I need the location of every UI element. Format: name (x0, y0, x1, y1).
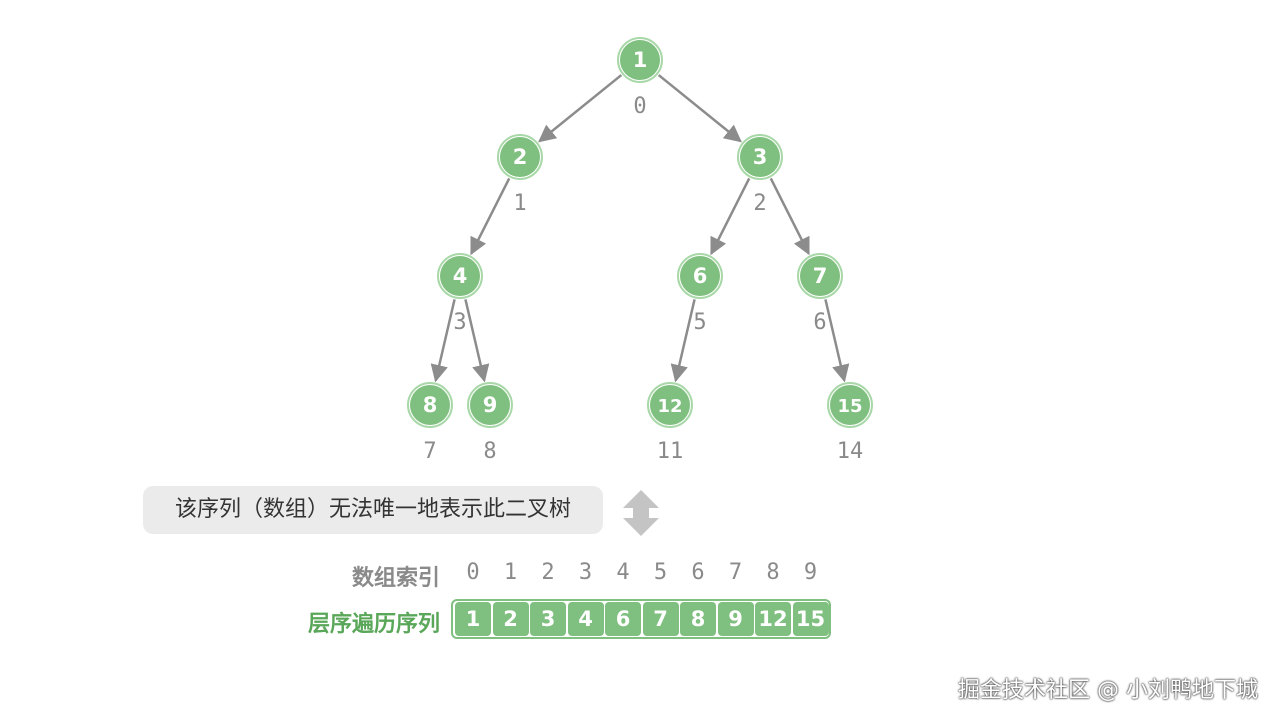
sequence-cell: 8 (680, 602, 716, 636)
tree-node-value: 6 (693, 264, 708, 288)
caption-text: 该序列（数组）无法唯一地表示此二叉树 (174, 497, 571, 522)
tree-node-circle (500, 137, 540, 177)
tree-node-3: 32 (737, 134, 783, 216)
sequence-cell: 6 (605, 602, 641, 636)
caption-box: 该序列（数组）无法唯一地表示此二叉树 (143, 486, 603, 534)
array-index-cell: 3 (578, 560, 593, 585)
level-order-sequence-label: 层序遍历序列 (307, 612, 440, 637)
tree-edge-4 (769, 177, 810, 256)
sequence-cell: 3 (530, 602, 566, 636)
tree-edge-2 (470, 177, 511, 256)
tree-node-value: 9 (483, 393, 498, 417)
tree-edge-3 (710, 177, 751, 256)
tree-edge-8 (824, 299, 850, 383)
tree-node-circle (800, 256, 840, 296)
tree-node-value: 1 (633, 48, 648, 72)
tree-node-circle (650, 385, 690, 425)
tree-node-index: 1 (513, 191, 526, 216)
sequence-cell: 7 (642, 602, 679, 636)
array-index-cell: 5 (653, 560, 668, 585)
tree-node-9: 98 (467, 382, 513, 464)
tree-node-6: 65 (677, 253, 723, 335)
array-index-cell: 7 (728, 560, 743, 585)
sequence-cell: 15 (792, 602, 829, 636)
tree-edge-1 (657, 74, 742, 143)
tree-node-12: 12 11 (647, 382, 693, 464)
array-index-cell: 9 (803, 560, 818, 585)
tree-node-1: 10 (617, 37, 663, 119)
tree-node-index: 7 (423, 439, 436, 464)
watermark: 掘金技术社区 @ 小刘鸭地下城 (958, 678, 1258, 703)
up-down-arrow-icon (623, 490, 659, 536)
tree-node-value: 7 (813, 264, 828, 288)
sequence-cell: 2 (492, 602, 529, 636)
tree-node-index: 0 (633, 94, 646, 119)
tree-edge-6 (464, 299, 490, 383)
array-index-cell: 0 (466, 560, 480, 585)
tree-edge-5 (430, 299, 456, 383)
sequence-cell: 9 (717, 602, 754, 636)
tree-edge-7 (670, 299, 696, 383)
tree-node-2: 21 (497, 134, 543, 216)
array-index-label: 数组索引 (351, 566, 440, 591)
sequence-frame (451, 599, 831, 639)
tree-node-circle (680, 256, 720, 296)
tree-node-value: 3 (753, 145, 768, 169)
tree-node-index: 3 (453, 310, 466, 335)
tree-node-7: 76 (797, 253, 843, 335)
tree-node-value: 4 (453, 264, 468, 288)
sequence-cell: 12 (755, 602, 791, 636)
tree-node-circle (440, 256, 480, 296)
array-index-cell: 1 (503, 560, 518, 585)
tree-node-4: 43 (437, 253, 483, 335)
tree-node-index: 11 (657, 439, 684, 464)
tree-node-index: 8 (483, 439, 496, 464)
tree-node-value: 8 (423, 393, 438, 417)
array-index-cell: 8 (766, 560, 780, 585)
tree-node-circle (740, 137, 780, 177)
sequence-cell: 4 (567, 602, 604, 636)
tree-node-index: 2 (753, 191, 766, 216)
tree-node-index: 5 (693, 310, 706, 335)
tree-node-circle (830, 385, 870, 425)
tree-node-index: 6 (813, 310, 826, 335)
tree-node-8: 87 (407, 382, 453, 464)
tree-node-value: 2 (513, 145, 528, 169)
tree-node-circle (410, 385, 450, 425)
tree-node-circle (620, 40, 660, 80)
tree-node-value: 15 (837, 396, 862, 417)
tree-edge-0 (538, 74, 623, 143)
array-index-cell: 6 (691, 560, 705, 585)
array-index-cell: 4 (616, 560, 630, 585)
tree-node-circle (470, 385, 510, 425)
tree-node-index: 14 (837, 439, 864, 464)
array-index-cell: 2 (541, 560, 555, 585)
tree-node-value: 12 (657, 396, 682, 417)
sequence-cell: 1 (455, 602, 491, 636)
